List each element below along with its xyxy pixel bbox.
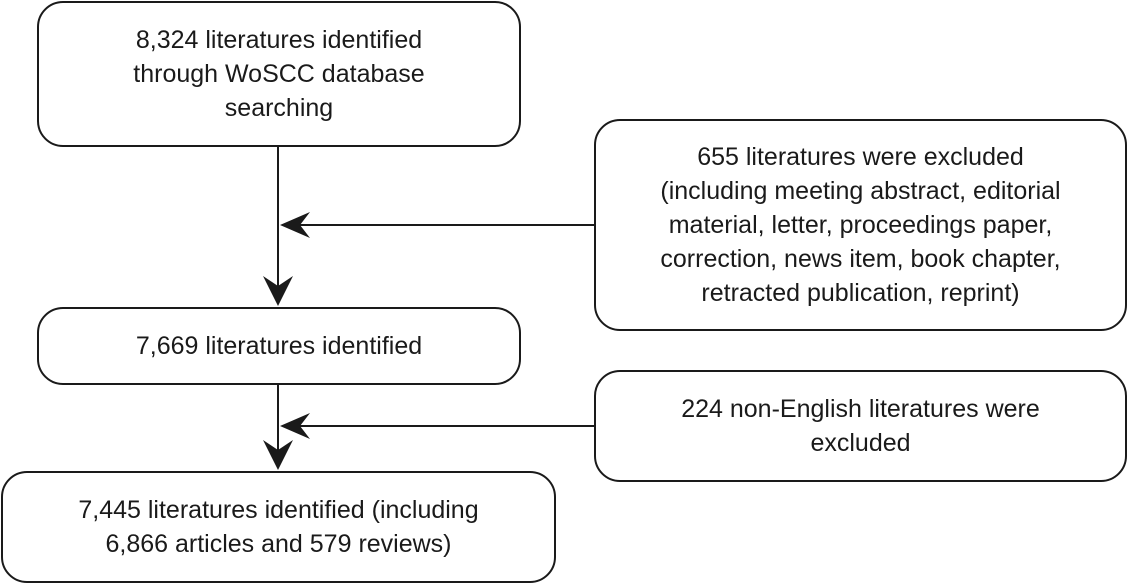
final-box-line: 7,445 literatures identified (including [78,496,479,524]
exclusion-box-1-line: retracted publication, reprint) [701,279,1020,307]
exclusion-box-1-line: (including meeting abstract, editorial [660,177,1061,205]
flow-arrowhead-bottom [263,440,293,470]
exclusion-box-2-line: excluded [810,429,911,457]
intermediate-box: 7,669 literatures identified [37,307,521,385]
identified-box-line: 8,324 literatures identified [135,26,423,54]
intermediate-box-line: 7,669 literatures identified [135,332,423,360]
exclusion-arrowhead-2 [280,413,310,439]
identified-box-line: through WoSCC database [133,60,425,88]
identified-box-line: searching [224,94,334,122]
flow-arrowhead-top [263,276,293,306]
final-box-line: 6,866 articles and 579 reviews) [105,530,452,558]
identified-box: 8,324 literatures identified through WoS… [37,1,521,147]
exclusion-box-2: 224 non-English literatures were exclude… [594,370,1127,482]
exclusion-box-1: 655 literatures were excluded (including… [594,119,1127,331]
exclusion-box-1-line: material, letter, proceedings paper, [668,211,1053,239]
exclusion-arrowhead-1 [280,212,310,238]
exclusion-box-1-line: 655 literatures were excluded [697,143,1024,171]
exclusion-box-1-line: correction, news item, book chapter, [660,245,1061,273]
final-box: 7,445 literatures identified (including … [1,471,556,583]
exclusion-box-2-line: 224 non-English literatures were [681,395,1040,423]
